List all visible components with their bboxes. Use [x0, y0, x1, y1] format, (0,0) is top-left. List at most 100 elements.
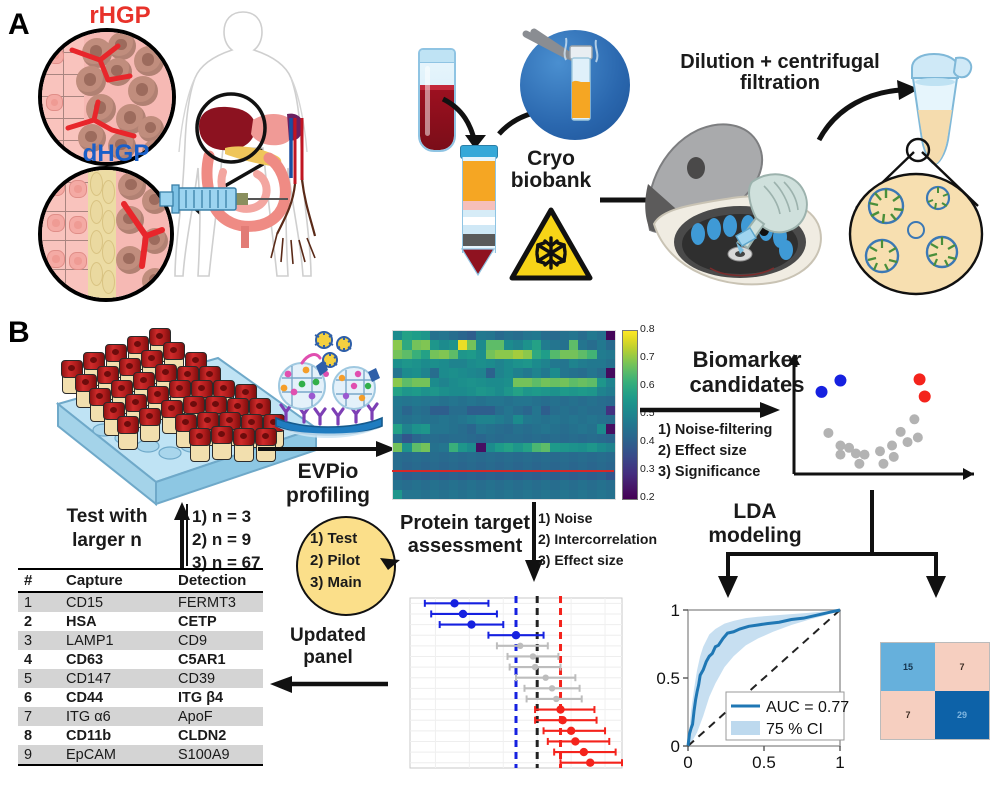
- heatmap-cell: [522, 480, 532, 490]
- heatmap-cell: [467, 461, 477, 471]
- protein-filter-item: 2) Intercorrelation: [538, 531, 658, 547]
- heatmap-cell: [587, 480, 597, 490]
- heatmap-cell: [420, 452, 430, 462]
- heatmap-cell: [605, 386, 615, 397]
- heatmap-cell: [485, 470, 495, 481]
- volcano-point: [835, 440, 846, 451]
- heatmap-cell: [494, 470, 504, 481]
- heatmap-cell: [568, 396, 578, 406]
- volcano-point: [823, 427, 834, 438]
- heatmap-cell: [541, 461, 551, 471]
- heatmap-cell: [430, 442, 440, 453]
- heatmap-cell: [541, 452, 551, 462]
- heatmap-cell: [430, 340, 440, 350]
- heatmap-cell: [411, 396, 421, 406]
- volcano-point: [887, 440, 898, 451]
- heatmap-cell: [504, 433, 514, 443]
- heatmap-cell: [402, 442, 412, 453]
- heatmap-cell: [550, 358, 560, 369]
- heatmap-cell: [457, 433, 467, 443]
- forest-estimate-point: [553, 695, 560, 703]
- volcano-point: [835, 449, 846, 460]
- heatmap-cell: [457, 358, 467, 369]
- heatmap-cell: [467, 368, 477, 378]
- heatmap-cell: [448, 368, 458, 378]
- heatmap-cell: [587, 461, 597, 471]
- heatmap-cell: [393, 386, 403, 397]
- heatmap-cell: [513, 349, 523, 359]
- heatmap-cell: [550, 470, 560, 481]
- heatmap-cell: [393, 377, 403, 387]
- heatmap-cell: [605, 414, 615, 425]
- heatmap-cell: [541, 331, 551, 341]
- heatmap-cell: [578, 489, 588, 499]
- test-larger-n-arrow-icon: [174, 502, 190, 568]
- heatmap-cell: [411, 386, 421, 397]
- heatmap-cell: [513, 433, 523, 443]
- biomarker-filter-item: 2) Effect size: [658, 443, 747, 460]
- heatmap-cell: [439, 433, 449, 443]
- heatmap-cell: [541, 368, 551, 378]
- heatmap-cell: [420, 396, 430, 406]
- heatmap-cell: [531, 433, 541, 443]
- heatmap-cell: [467, 433, 477, 443]
- heatmap-cell: [420, 349, 430, 359]
- heatmap-cell: [596, 396, 606, 406]
- heatmap-cell: [522, 368, 532, 378]
- heatmap-cell: [578, 358, 588, 369]
- forest-estimate-point: [566, 726, 576, 736]
- heatmap-cell: [439, 424, 449, 434]
- heatmap-cell: [578, 470, 588, 481]
- heatmap-cell: [513, 331, 523, 341]
- heatmap-cell: [596, 461, 606, 471]
- heatmap-cell: [605, 461, 615, 471]
- heatmap-cell: [467, 331, 477, 341]
- heatmap-cell: [550, 331, 560, 341]
- heatmap-cell: [439, 452, 449, 462]
- heatmap-cell: [420, 433, 430, 443]
- heatmap-cell: [513, 414, 523, 425]
- heatmap-cell: [541, 358, 551, 369]
- heatmap-cell: [476, 349, 486, 359]
- roc-ci-band: [688, 610, 840, 746]
- heatmap-cell: [420, 358, 430, 369]
- heatmap-cell: [559, 424, 569, 434]
- heatmap-cell: [485, 358, 495, 369]
- volcano-axis-arrowhead: [788, 354, 800, 365]
- panel-a-letter: A: [8, 8, 30, 41]
- heatmap-cell: [550, 396, 560, 406]
- heatmap-cell: [596, 349, 606, 359]
- heatmap-cell: [522, 470, 532, 481]
- heatmap-cell: [494, 442, 504, 453]
- heatmap-cell: [430, 349, 440, 359]
- heatmap-cell: [504, 349, 514, 359]
- heatmap-cell: [504, 442, 514, 453]
- forest-estimate-point: [467, 620, 476, 629]
- forest-estimate-point: [542, 674, 549, 681]
- evpio-profiling-label: EVPio profiling: [286, 460, 370, 508]
- heatmap-cell: [439, 489, 449, 499]
- heatmap-cell: [578, 433, 588, 443]
- row-capture: HSA: [66, 613, 97, 630]
- volcano-point: [888, 451, 899, 462]
- heatmap-cell: [430, 414, 440, 425]
- forest-estimate-point: [517, 642, 524, 650]
- row-detection: ITG β4: [178, 689, 224, 706]
- heatmap-cell: [596, 331, 606, 341]
- heatmap-cell: [457, 349, 467, 359]
- cycle-stage-item: 2) Pilot: [310, 551, 361, 569]
- centrifuge-icon: [645, 123, 822, 286]
- heatmap-cell: [541, 424, 551, 434]
- heatmap-cell: [605, 480, 615, 490]
- forest-estimate-point: [586, 758, 595, 767]
- heatmap-cell: [559, 349, 569, 359]
- heatmap-cell: [587, 470, 597, 481]
- heatmap-cell: [578, 386, 588, 397]
- heatmap-cell: [393, 414, 403, 425]
- heatmap-cell: [485, 405, 495, 415]
- heatmap-cell: [494, 377, 504, 387]
- heatmap-cell: [485, 386, 495, 397]
- heatmap-cell: [513, 396, 523, 406]
- row-detection: CD39: [172, 669, 263, 688]
